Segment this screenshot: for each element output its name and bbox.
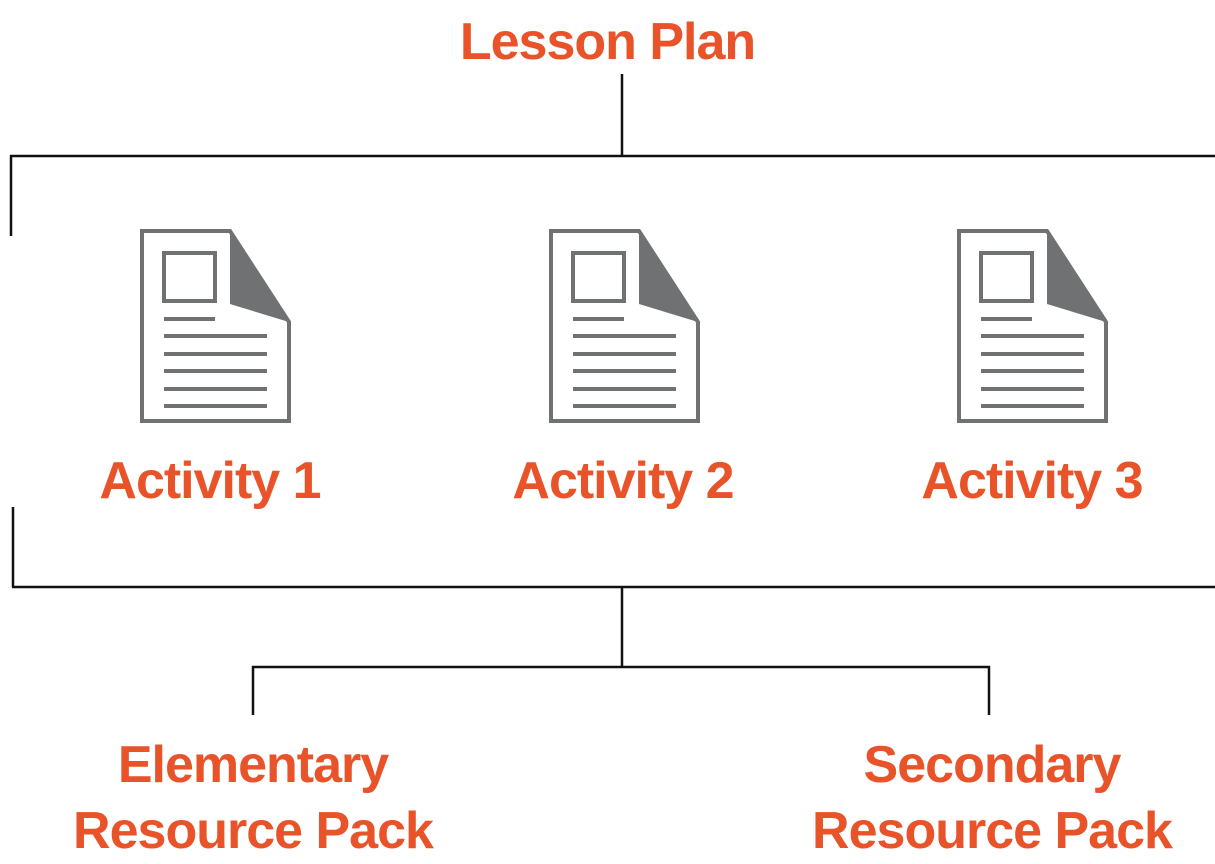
- elementary-pack-line2: Resource Pack: [73, 802, 434, 860]
- activity-1-label: Activity 1: [99, 452, 321, 510]
- secondary-pack-line2: Resource Pack: [812, 802, 1173, 860]
- document-icon: [549, 229, 700, 423]
- elementary-resource-pack-label: Elementary Resource Pack: [0, 732, 533, 864]
- secondary-pack-line1: Secondary: [863, 736, 1122, 794]
- elementary-pack-line1: Elementary: [117, 736, 389, 794]
- secondary-resource-pack-label: Secondary Resource Pack: [712, 732, 1215, 864]
- document-icon: [140, 229, 291, 423]
- lesson-plan-title: Lesson Plan: [459, 13, 756, 71]
- activity-2-label: Activity 2: [512, 452, 734, 510]
- document-icon: [957, 229, 1108, 423]
- activity-3-label: Activity 3: [921, 452, 1143, 510]
